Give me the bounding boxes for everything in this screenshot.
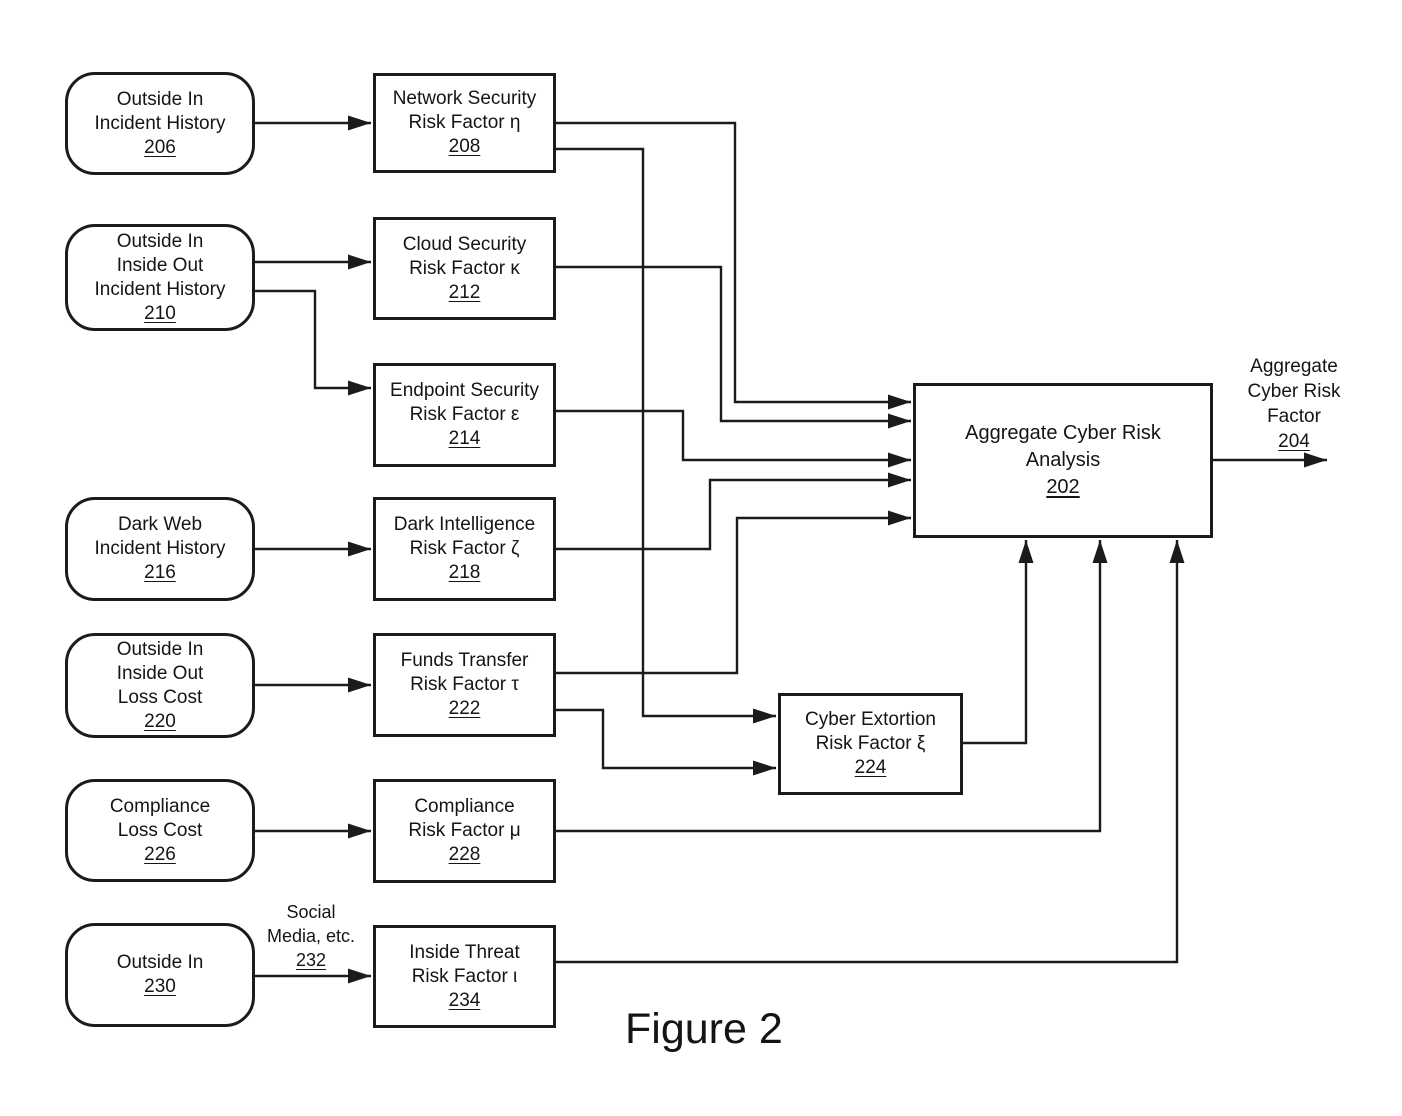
node-label-line: Network Security: [392, 88, 537, 109]
node-label-line: Risk Factor μ: [408, 820, 521, 841]
node-label-line: Funds Transfer: [400, 650, 529, 671]
wire-214-to-202: [556, 409, 911, 468]
node-ref-number: 224: [854, 757, 887, 778]
node-ref-number: 222: [448, 698, 481, 719]
node-label-line: Analysis: [1025, 449, 1101, 471]
node-ref-number: 206: [144, 136, 176, 158]
label-line: Social: [286, 902, 336, 922]
wire-212-to-202: [556, 265, 911, 429]
label-line: Factor: [1267, 406, 1321, 427]
node-label-line: Outside In: [116, 952, 204, 973]
node-outside-in-inside-out-incident-history-210: Outside In Inside Out Incident History 2…: [65, 224, 255, 331]
label-ref-number: 204: [1278, 431, 1310, 452]
node-ref-number: 228: [448, 844, 481, 865]
label-line: Cyber Risk: [1247, 381, 1341, 402]
node-aggregate-cyber-risk-analysis-202: Aggregate Cyber Risk Analysis 202: [913, 383, 1213, 538]
node-label-line: Compliance: [109, 795, 211, 817]
node-label-line: Endpoint Security: [390, 380, 539, 401]
label-ref-number: 232: [295, 950, 327, 970]
label-aggregate-cyber-risk-factor-204: Aggregate Cyber Risk Factor 204: [1228, 354, 1360, 454]
node-label-line: Dark Web: [117, 514, 203, 535]
node-label-line: Cyber Extortion: [805, 709, 936, 730]
node-ref-number: 230: [144, 976, 176, 997]
node-cyber-extortion-risk-factor-224: Cyber Extortion Risk Factor ξ 224: [778, 693, 963, 795]
node-ref-number: 234: [448, 989, 481, 1011]
node-label-line: Aggregate Cyber Risk: [965, 422, 1161, 444]
label-line: Aggregate: [1250, 356, 1338, 377]
wire-208-to-202: [556, 121, 911, 410]
label-line: Media, etc.: [266, 926, 356, 946]
node-ref-number: 218: [448, 562, 481, 583]
node-ref-number: 212: [448, 281, 481, 303]
node-network-security-risk-factor-208: Network Security Risk Factor η 208: [373, 73, 556, 173]
wire-210-to-214: [255, 289, 371, 396]
node-ref-number: 220: [144, 710, 176, 732]
node-label-line: Inside Out: [116, 662, 204, 684]
wire-208-to-224: [556, 147, 776, 724]
node-label-line: Risk Factor ζ: [409, 538, 520, 559]
node-label-line: Loss Cost: [117, 819, 203, 841]
node-label-line: Incident History: [94, 538, 226, 559]
wire-228-to-202: [556, 540, 1108, 833]
node-funds-transfer-risk-factor-222: Funds Transfer Risk Factor τ 222: [373, 633, 556, 737]
node-ref-number: 226: [144, 843, 176, 865]
node-ref-number: 214: [448, 428, 481, 449]
node-outside-in-230: Outside In 230: [65, 923, 255, 1027]
label-social-media-232: Social Media, etc. 232: [250, 900, 372, 972]
node-dark-intelligence-risk-factor-218: Dark Intelligence Risk Factor ζ 218: [373, 497, 556, 601]
node-ref-number: 210: [144, 302, 176, 324]
figure-caption: Figure 2: [625, 1005, 783, 1053]
node-dark-web-incident-history-216: Dark Web Incident History 216: [65, 497, 255, 601]
wire-218-to-202: [556, 472, 911, 551]
node-ref-number: 202: [1046, 476, 1080, 498]
node-label-line: Outside In: [116, 88, 204, 110]
node-outside-in-inside-out-loss-cost-220: Outside In Inside Out Loss Cost 220: [65, 633, 255, 738]
node-label-line: Inside Threat: [409, 941, 520, 963]
node-inside-threat-risk-factor-234: Inside Threat Risk Factor ι 234: [373, 925, 556, 1028]
node-label-line: Inside Out: [116, 254, 204, 276]
node-compliance-loss-cost-226: Compliance Loss Cost 226: [65, 779, 255, 882]
node-endpoint-security-risk-factor-214: Endpoint Security Risk Factor ε 214: [373, 363, 556, 467]
node-cloud-security-risk-factor-212: Cloud Security Risk Factor κ 212: [373, 217, 556, 320]
node-label-line: Incident History: [94, 112, 226, 134]
node-label-line: Outside In: [116, 638, 204, 660]
wire-222-to-202: [556, 510, 911, 675]
node-outside-in-incident-history-206: Outside In Incident History 206: [65, 72, 255, 175]
node-label-line: Risk Factor ξ: [815, 733, 926, 754]
node-label-line: Incident History: [94, 278, 226, 300]
node-label-line: Dark Intelligence: [393, 514, 536, 535]
node-label-line: Loss Cost: [117, 686, 203, 708]
node-label-line: Risk Factor ε: [409, 404, 520, 425]
node-label-line: Outside In: [116, 230, 204, 252]
node-label-line: Risk Factor τ: [410, 674, 519, 695]
node-label-line: Risk Factor ι: [411, 965, 518, 987]
wire-234-to-202: [556, 540, 1185, 964]
node-label-line: Risk Factor η: [408, 112, 521, 133]
wire-222-to-224: [556, 708, 776, 776]
node-ref-number: 208: [448, 136, 481, 157]
node-ref-number: 216: [144, 562, 176, 583]
node-compliance-risk-factor-228: Compliance Risk Factor μ 228: [373, 779, 556, 883]
node-label-line: Risk Factor κ: [409, 257, 520, 279]
node-label-line: Compliance: [414, 796, 515, 817]
node-label-line: Cloud Security: [402, 233, 527, 255]
wire-224-to-202: [963, 540, 1034, 745]
